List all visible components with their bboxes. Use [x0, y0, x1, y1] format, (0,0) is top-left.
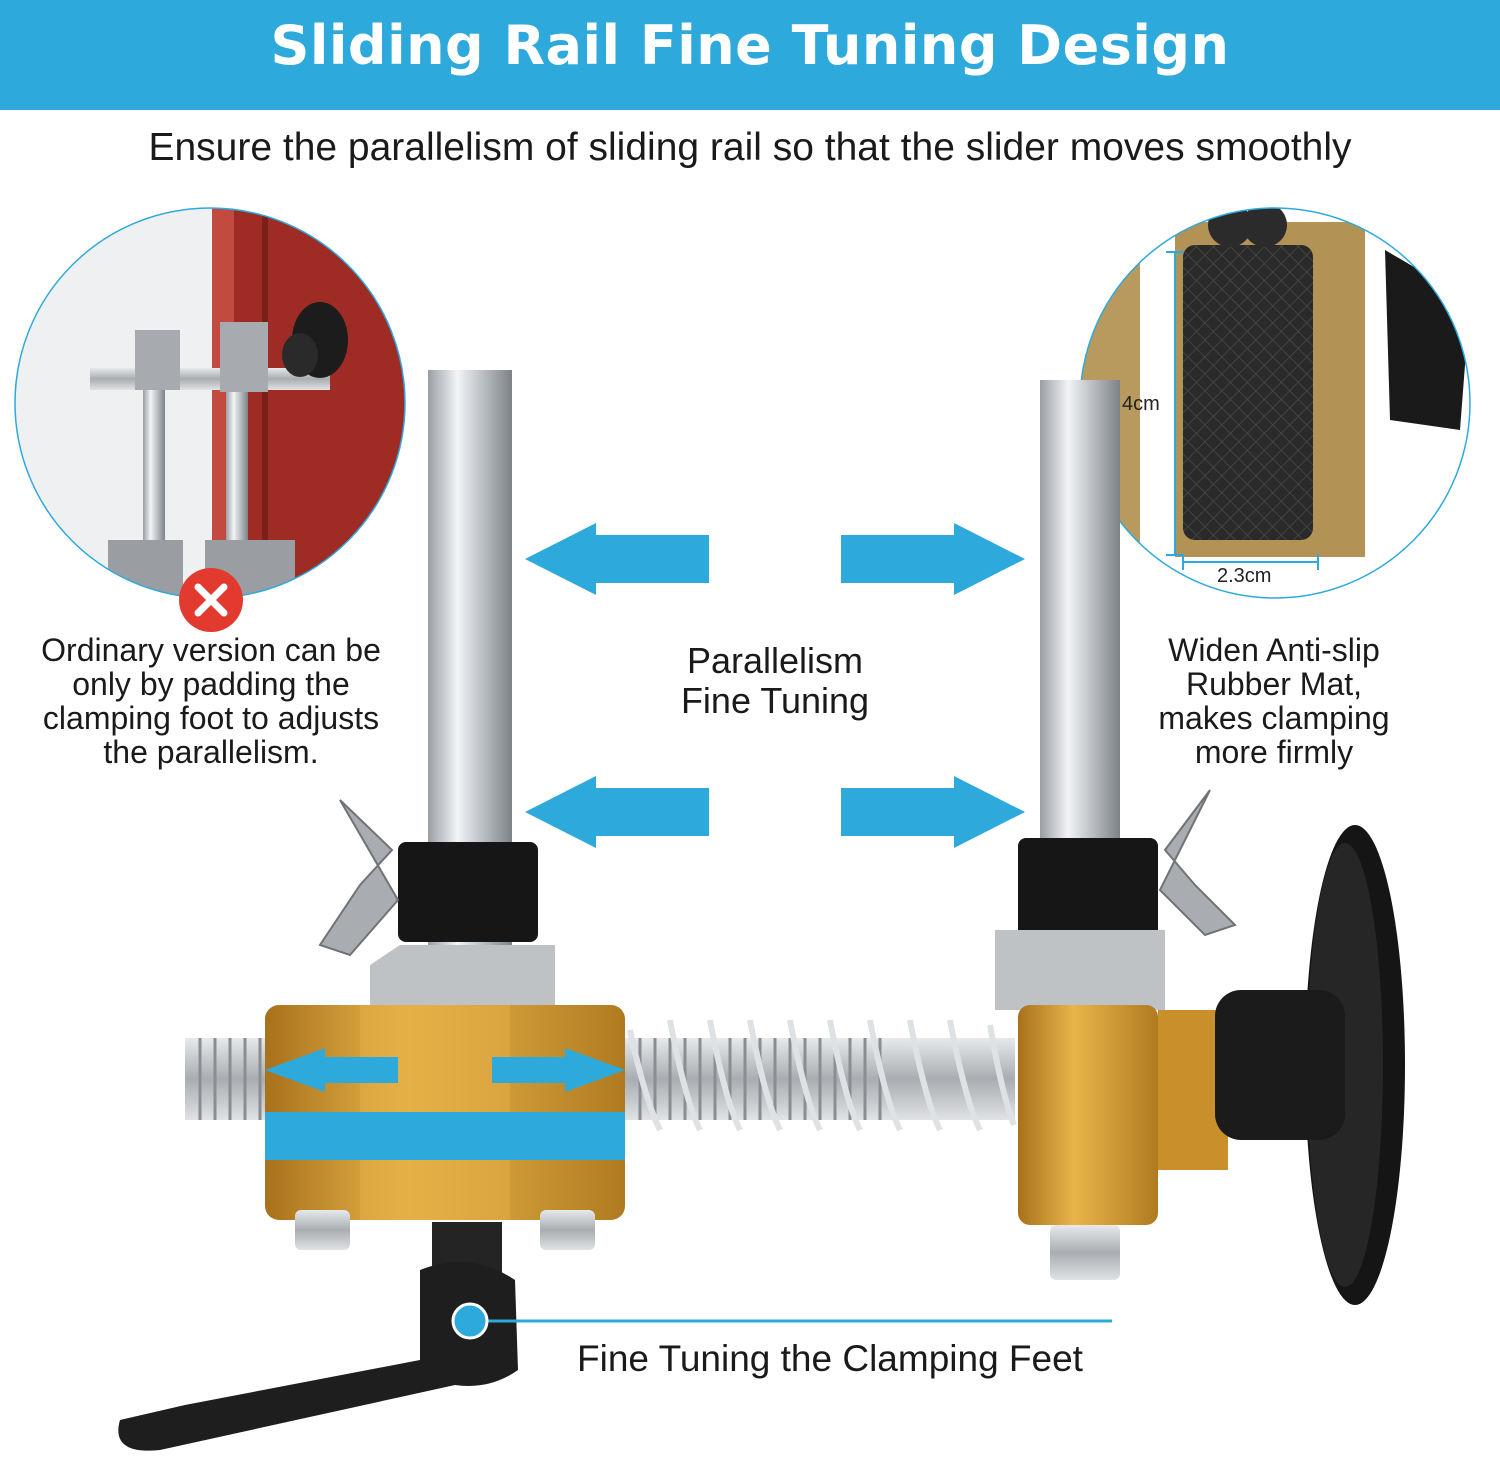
arrow-right-slider: [492, 1048, 625, 1092]
width-dimension-label: 2.3cm: [1217, 565, 1272, 587]
rubber-mat-caption: Widen Anti-slip Rubber Mat, makes clampi…: [1158, 632, 1390, 770]
page-title: Sliding Rail Fine Tuning Design: [270, 14, 1230, 77]
fine-tuning-pointer: [451, 1302, 1112, 1340]
parallelism-label-line2: Fine Tuning: [680, 680, 870, 721]
parallelism-label: Parallelism Fine Tuning: [640, 641, 910, 721]
title-banner: Sliding Rail Fine Tuning Design: [0, 0, 1500, 110]
red-x-icon: [179, 568, 243, 632]
arrow-left-upper: [525, 523, 709, 595]
arrow-left-slider: [265, 1048, 398, 1092]
rubber-mat-inset: [1079, 207, 1471, 599]
arrow-right-upper: [841, 523, 1025, 595]
ordinary-version-caption: Ordinary version can be only by padding …: [41, 632, 381, 770]
tightening-knob: [1215, 825, 1405, 1305]
right-gold-slider: [1018, 1005, 1158, 1225]
slider-highlight-band: [265, 1112, 625, 1160]
fine-tuning-feet-label: Fine Tuning the Clamping Feet: [577, 1338, 1083, 1379]
clamping-feet-lever: [118, 1222, 518, 1451]
parallelism-label-line1: Parallelism: [686, 640, 864, 681]
height-dimension-label: 4cm: [1122, 393, 1160, 415]
page-subtitle: Ensure the parallelism of sliding rail s…: [148, 126, 1352, 169]
arrow-right-lower: [841, 776, 1025, 848]
adjustment-arrows: [265, 523, 1025, 1160]
arrow-left-lower: [525, 776, 709, 848]
ordinary-version-inset: [14, 207, 406, 632]
